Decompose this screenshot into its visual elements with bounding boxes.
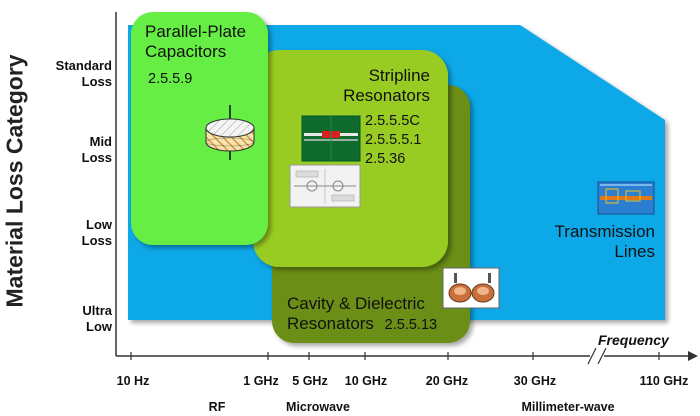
category-line: Standard	[55, 58, 112, 73]
category-line: Loss	[81, 150, 112, 165]
transmission-lines-title: Transmission Lines	[530, 222, 655, 262]
tick-10ghz: 10 GHz	[344, 374, 388, 388]
title-line: Parallel-Plate	[145, 22, 247, 41]
title-line: Resonators	[287, 314, 374, 333]
category-low-loss: Low Loss	[40, 217, 112, 249]
tick-10hz: 10 Hz	[116, 374, 150, 388]
parallel-plate-capacitors-region	[131, 12, 268, 245]
x-axis-title: Frequency	[598, 332, 669, 348]
title-line: Stripline	[368, 66, 430, 85]
stripline-code-2: 2.5.5.5.1	[365, 132, 422, 148]
category-ultra-low: Ultra Low	[40, 303, 112, 335]
band-rf: RF	[208, 400, 226, 414]
category-line: Low	[86, 217, 112, 232]
stripline-title: Stripline Resonators	[330, 66, 430, 106]
category-standard-loss: Standard Loss	[40, 58, 112, 90]
cavity-title-line-1: Cavity & Dielectric	[287, 294, 425, 313]
x-axis-ticks	[130, 352, 660, 360]
title-line: Transmission	[554, 222, 655, 241]
title-line: Resonators	[343, 86, 430, 105]
title-line: Capacitors	[145, 42, 227, 61]
parallel-plate-title: Parallel-Plate Capacitors	[145, 22, 246, 62]
category-line: Loss	[81, 74, 112, 89]
tick-110ghz: 110 GHz	[639, 374, 689, 388]
stripline-code-1: 2.5.5.5C	[365, 113, 420, 129]
x-axis-arrow-icon	[688, 351, 698, 361]
title-line: Lines	[614, 242, 655, 261]
category-line: Loss	[81, 233, 112, 248]
stripline-fixture-drawing-icon	[289, 164, 361, 208]
parallel-plate-code: 2.5.5.9	[148, 71, 193, 87]
y-axis-title: Material Loss Category	[1, 54, 28, 308]
category-mid-loss: Mid Loss	[40, 134, 112, 166]
category-line: Low	[86, 319, 112, 334]
cavity-title-line-2: Resonators 2.5.5.13	[287, 314, 437, 335]
band-millimeter-wave: Millimeter-wave	[521, 400, 615, 414]
stripline-code-3: 2.5.36	[365, 151, 406, 167]
axis-break-icon	[587, 347, 607, 365]
cavity-resonator-icon	[442, 267, 500, 309]
band-microwave: Microwave	[286, 400, 350, 414]
tick-30ghz: 30 GHz	[513, 374, 557, 388]
transmission-line-icon	[597, 181, 655, 215]
tick-1ghz: 1 GHz	[243, 374, 279, 388]
stripline-board-icon	[301, 115, 361, 162]
tick-20ghz: 20 GHz	[425, 374, 469, 388]
capacitor-disk-icon	[205, 105, 255, 160]
category-line: Ultra	[82, 303, 112, 318]
category-line: Mid	[89, 134, 112, 149]
cavity-code: 2.5.5.13	[384, 317, 438, 333]
tick-5ghz: 5 GHz	[292, 374, 328, 388]
